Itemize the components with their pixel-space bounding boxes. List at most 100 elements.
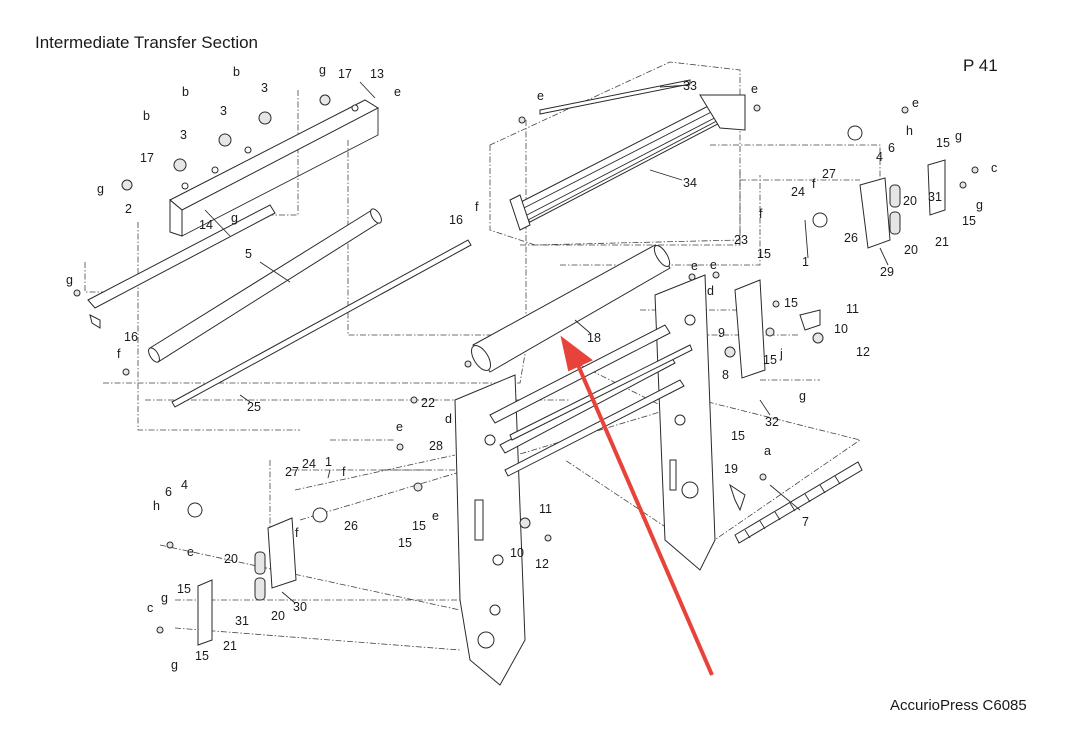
callout-b: b bbox=[182, 85, 189, 99]
callout-e: e bbox=[187, 545, 194, 559]
callout-33: 33 bbox=[683, 79, 697, 93]
callout-f: f bbox=[759, 207, 763, 221]
callout-25: 25 bbox=[247, 400, 261, 414]
callout-15: 15 bbox=[177, 582, 191, 596]
rear-side-plate bbox=[654, 274, 716, 571]
callout-g: g bbox=[97, 182, 104, 196]
model-name: AccurioPress C6085 bbox=[890, 697, 1027, 714]
callout-e: e bbox=[912, 96, 919, 110]
callout-15: 15 bbox=[398, 536, 412, 550]
callout-e: e bbox=[691, 259, 698, 273]
spring-7 bbox=[734, 461, 863, 544]
callout-20: 20 bbox=[224, 552, 238, 566]
callout-g: g bbox=[319, 63, 326, 77]
callout-g: g bbox=[955, 129, 962, 143]
callout-15: 15 bbox=[784, 296, 798, 310]
callout-e: e bbox=[751, 82, 758, 96]
callout-4: 4 bbox=[876, 150, 883, 164]
callout-20: 20 bbox=[904, 243, 918, 257]
callout-27: 27 bbox=[285, 465, 299, 479]
callout-5: 5 bbox=[245, 247, 252, 261]
callout-3: 3 bbox=[220, 104, 227, 118]
callout-9: 9 bbox=[718, 326, 725, 340]
callout-20: 20 bbox=[903, 194, 917, 208]
callout-f: f bbox=[812, 177, 816, 191]
callout-1: 1 bbox=[802, 255, 809, 269]
page-title: Intermediate Transfer Section bbox=[35, 33, 259, 52]
roller-18 bbox=[464, 244, 671, 373]
callout-29: 29 bbox=[880, 265, 894, 279]
callout-g: g bbox=[231, 211, 238, 225]
callout-15: 15 bbox=[731, 429, 745, 443]
callout-24: 24 bbox=[791, 185, 805, 199]
callout-labels: b b b g 17 13 e 3 3 3 17 g 2 g 14 5 16 f… bbox=[66, 63, 997, 672]
callout-15: 15 bbox=[195, 649, 209, 663]
callout-12: 12 bbox=[535, 557, 549, 571]
callout-13: 13 bbox=[370, 67, 384, 81]
callout-34: 34 bbox=[683, 176, 697, 190]
callout-20: 20 bbox=[271, 609, 285, 623]
callout-15: 15 bbox=[757, 247, 771, 261]
callout-15: 15 bbox=[412, 519, 426, 533]
callout-d: d bbox=[707, 284, 714, 298]
callout-e: e bbox=[432, 509, 439, 523]
callout-28: 28 bbox=[429, 439, 443, 453]
callout-3: 3 bbox=[180, 128, 187, 142]
callout-d: d bbox=[445, 412, 452, 426]
callout-f: f bbox=[342, 465, 346, 479]
callout-a: a bbox=[764, 444, 771, 458]
callout-j: j bbox=[779, 347, 783, 361]
callout-11: 11 bbox=[846, 302, 859, 316]
callout-h: h bbox=[153, 499, 160, 513]
callout-15: 15 bbox=[936, 136, 950, 150]
leader-lines bbox=[204, 81, 889, 604]
callout-b: b bbox=[143, 109, 150, 123]
callout-22: 22 bbox=[421, 396, 435, 410]
callout-21: 21 bbox=[935, 235, 949, 249]
front-side-plate bbox=[454, 374, 526, 686]
callout-h: h bbox=[906, 124, 913, 138]
callout-4: 4 bbox=[181, 478, 188, 492]
callout-c: c bbox=[147, 601, 153, 615]
callout-e: e bbox=[394, 85, 401, 99]
callout-12: 12 bbox=[856, 345, 870, 359]
callout-g: g bbox=[161, 591, 168, 605]
callout-g: g bbox=[171, 658, 178, 672]
callout-e: e bbox=[396, 420, 403, 434]
callout-1: 1 bbox=[325, 455, 332, 469]
page-number: P 41 bbox=[963, 56, 998, 75]
shaft-25 bbox=[171, 239, 472, 408]
callout-c: c bbox=[991, 161, 997, 175]
red-arrow-pointer bbox=[560, 335, 714, 676]
callout-21: 21 bbox=[223, 639, 237, 653]
callout-2: 2 bbox=[125, 202, 132, 216]
callout-15: 15 bbox=[763, 353, 777, 367]
callout-8: 8 bbox=[722, 368, 729, 382]
callout-e: e bbox=[537, 89, 544, 103]
callout-f: f bbox=[475, 200, 479, 214]
callout-g: g bbox=[66, 273, 73, 287]
callout-26: 26 bbox=[844, 231, 858, 245]
callout-3: 3 bbox=[261, 81, 268, 95]
callout-14: 14 bbox=[199, 218, 213, 232]
belt-cleaning-unit bbox=[509, 79, 746, 231]
left-bracket-assembly bbox=[187, 482, 531, 646]
callout-6: 6 bbox=[165, 485, 172, 499]
callout-b: b bbox=[233, 65, 240, 79]
callout-g: g bbox=[976, 198, 983, 212]
callout-17: 17 bbox=[140, 151, 154, 165]
callout-27: 27 bbox=[822, 167, 836, 181]
lever-19 bbox=[729, 483, 746, 512]
callout-24: 24 bbox=[302, 457, 316, 471]
callout-31: 31 bbox=[235, 614, 249, 628]
right-bracket-assembly bbox=[724, 125, 946, 379]
roller-5 bbox=[148, 208, 382, 363]
callout-32: 32 bbox=[765, 415, 779, 429]
callout-17: 17 bbox=[338, 67, 352, 81]
callout-10: 10 bbox=[510, 546, 524, 560]
callout-10: 10 bbox=[834, 322, 848, 336]
callout-g: g bbox=[799, 389, 806, 403]
callout-6: 6 bbox=[888, 141, 895, 155]
